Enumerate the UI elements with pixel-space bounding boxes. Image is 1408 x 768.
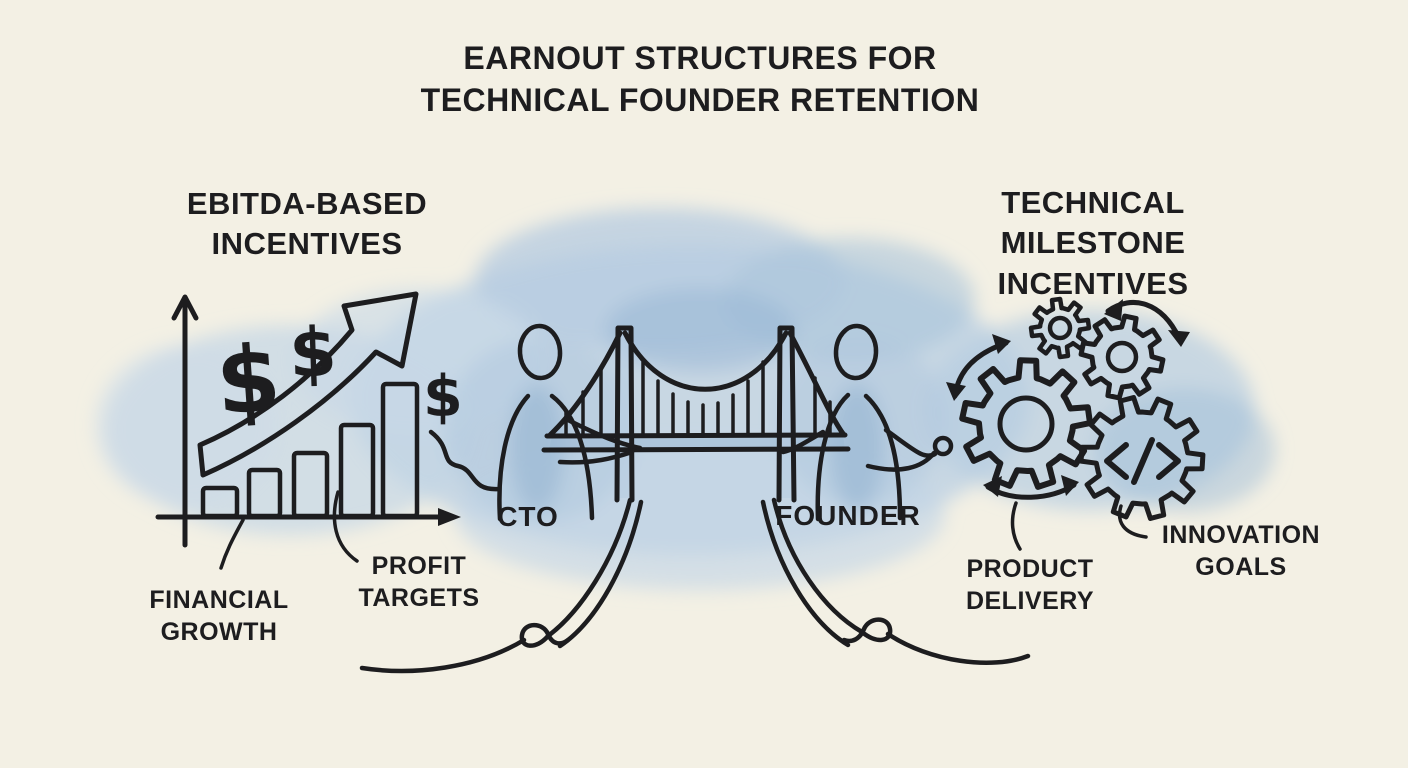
technical-gears bbox=[946, 296, 1206, 551]
product-delivery-label: PRODUCT DELIVERY bbox=[965, 555, 1095, 615]
road-line bbox=[771, 497, 865, 635]
arrowhead bbox=[983, 476, 1002, 497]
code-right-angle bbox=[1156, 442, 1181, 480]
bridge-deck-top bbox=[544, 432, 848, 439]
bridge-tower-wash bbox=[619, 332, 629, 498]
cto-head bbox=[517, 323, 563, 381]
technical-section-heading: TECHNICAL MILESTONE INCENTIVES bbox=[997, 185, 1189, 301]
road-line bbox=[545, 497, 633, 639]
profit-targets-connector bbox=[332, 490, 359, 563]
dollar-icon: $ bbox=[423, 364, 463, 430]
dollar-icon: $ bbox=[213, 325, 284, 436]
product-delivery-connector bbox=[1010, 501, 1022, 551]
chart-y-axis-arrowhead bbox=[171, 294, 199, 321]
bridge-main-cable bbox=[622, 330, 789, 392]
code-brackets-icon bbox=[1104, 437, 1181, 485]
bridge-tower-wash bbox=[781, 332, 791, 498]
road-loop bbox=[841, 617, 893, 644]
gear-hole bbox=[1047, 315, 1073, 341]
financial-growth-label: FINANCIAL GROWTH bbox=[149, 586, 289, 646]
cto-arm-upper bbox=[565, 417, 643, 451]
bridge-tower-right bbox=[776, 325, 797, 503]
founder-torso-left bbox=[815, 392, 851, 522]
road-swoosh-icon bbox=[359, 497, 1031, 674]
gear-icon bbox=[1028, 296, 1092, 360]
arrowhead bbox=[946, 382, 966, 401]
code-gear-icon bbox=[1078, 395, 1206, 521]
wash-blob bbox=[605, 288, 795, 372]
founder-label: FOUNDER bbox=[775, 500, 921, 531]
innovation-goals-connector bbox=[1117, 504, 1148, 539]
dollar-icon: $ bbox=[288, 313, 338, 394]
innovation-goals-label: INNOVATION GOALS bbox=[1161, 521, 1321, 581]
bridge-side-cable-right bbox=[787, 330, 847, 438]
arrowhead bbox=[1104, 299, 1123, 321]
founder-arm-left bbox=[780, 429, 826, 455]
road-line bbox=[760, 499, 851, 648]
bridge-deck-bottom bbox=[541, 446, 851, 453]
arrowhead bbox=[992, 334, 1011, 354]
chart-x-axis-arrowhead bbox=[438, 508, 461, 526]
gear-icon bbox=[959, 357, 1093, 490]
trend-arrow-icon bbox=[197, 291, 419, 478]
founder-head bbox=[833, 323, 879, 381]
founder-body-wash bbox=[830, 384, 884, 512]
gear-hole bbox=[997, 395, 1055, 453]
gear-icon bbox=[1078, 313, 1166, 401]
road-line bbox=[557, 499, 644, 649]
cto-arm-lower bbox=[557, 449, 635, 465]
bridge-tower-left bbox=[614, 325, 635, 503]
cto-body-wash bbox=[510, 384, 564, 512]
code-left-angle bbox=[1104, 442, 1129, 480]
profit-targets-label: PROFIT TARGETS bbox=[358, 552, 480, 612]
growth-bar-chart-icon: $ $ $ bbox=[155, 291, 502, 570]
code-slash bbox=[1131, 437, 1155, 485]
cto-torso-right bbox=[549, 393, 595, 521]
handshake-circle-icon bbox=[932, 435, 954, 457]
road-tail bbox=[885, 631, 1031, 665]
page-title: EARNOUT STRUCTURES FOR TECHNICAL FOUNDER… bbox=[420, 40, 980, 118]
cto-person-icon bbox=[497, 323, 643, 522]
financial-growth-connector bbox=[219, 518, 245, 570]
founder-person-icon bbox=[780, 323, 954, 522]
rotation-arrow-icon bbox=[946, 299, 1190, 500]
founder-torso-right bbox=[863, 393, 903, 521]
road-loop bbox=[519, 622, 571, 648]
ebitda-section-heading: EBITDA-BASED INCENTIVES bbox=[186, 186, 428, 262]
road-tail bbox=[359, 637, 527, 674]
arrowhead bbox=[1168, 330, 1190, 347]
cto-torso-left bbox=[497, 393, 531, 522]
founder-arm-lower bbox=[865, 450, 937, 472]
cto-label: CTO bbox=[497, 501, 559, 532]
arrowhead bbox=[1061, 475, 1079, 496]
chart-to-cto-squiggle bbox=[428, 429, 502, 492]
gear-hole bbox=[1105, 340, 1139, 374]
